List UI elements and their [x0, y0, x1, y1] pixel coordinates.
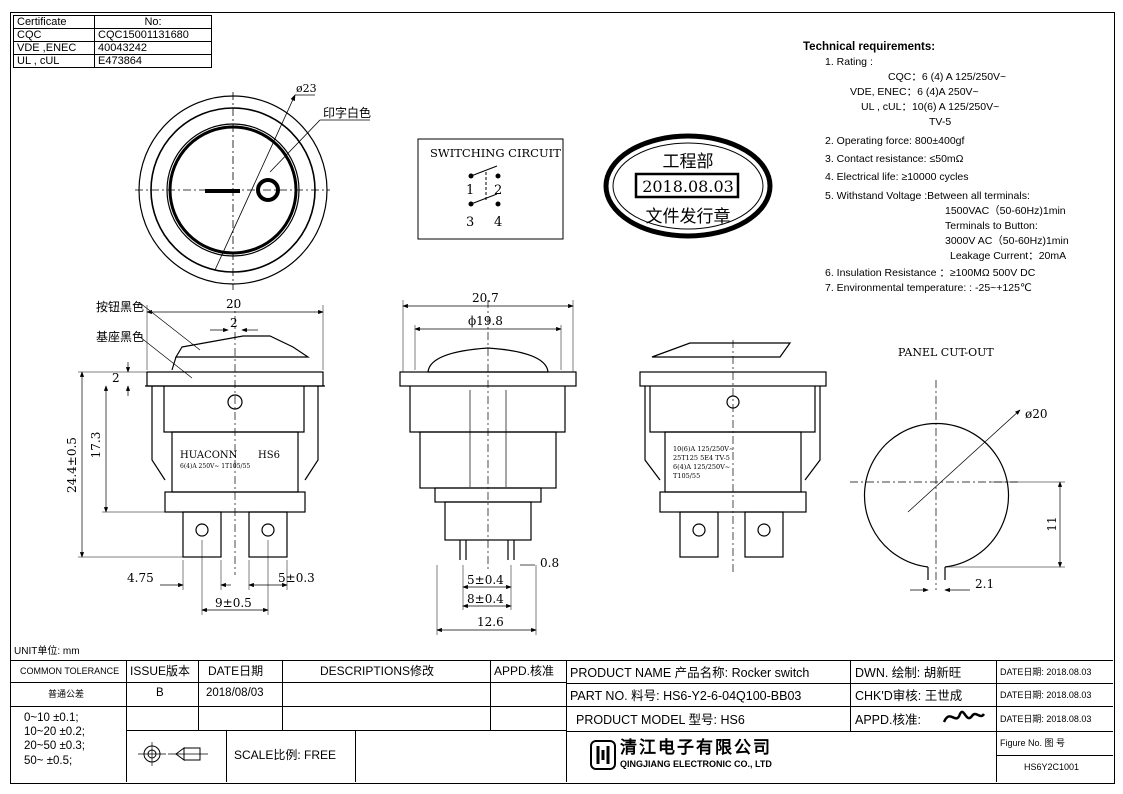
- tolerance-cn: 普通公差: [48, 689, 85, 699]
- front-brand: HUACONN: [180, 450, 238, 461]
- stamp-bottom: 文件发行章: [646, 207, 731, 227]
- engineering-drawing: ø23 印字白色 SWITCHING CIRCUIT 1 2 3 4 工程部 2…: [65, 82, 1065, 635]
- cutout-w: 2.1: [975, 577, 994, 591]
- date-1: DATE日期: 2018.08.03: [1000, 667, 1092, 677]
- tech-rating-cqc: CQC：6 (4) A 125/250V~: [888, 71, 1007, 83]
- back-view: [639, 340, 827, 575]
- back-label-2: 25T125 5E4 TV-5: [673, 454, 730, 462]
- front-h2: 2: [112, 371, 120, 385]
- front-w2: 2: [230, 316, 238, 330]
- back-label-3: 6(4)A 125/250V~: [673, 463, 730, 471]
- terminal-1: 1: [466, 183, 474, 198]
- stamp-top: 工程部: [663, 152, 714, 172]
- top-view: [135, 92, 370, 290]
- tech-item: 5. Withstand Voltage :Between all termin…: [825, 190, 1030, 202]
- front-view: [78, 300, 325, 615]
- date-2: DATE日期: 2018.08.03: [1000, 690, 1092, 700]
- terminal-2: 2: [494, 183, 502, 198]
- top-note: 印字白色: [323, 105, 371, 120]
- cert-number: E473864: [94, 54, 212, 68]
- terminal-4: 4: [494, 215, 502, 230]
- front-note-button: 按钮黑色: [96, 299, 144, 314]
- company-name-en: QINGJIANG ELECTRONIC CO., LTD: [620, 759, 772, 769]
- unit-label: UNIT单位: mm: [14, 646, 80, 657]
- tech-item: Terminals to Button:: [945, 220, 1038, 232]
- date-3: DATE日期: 2018.08.03: [1000, 714, 1092, 724]
- tolerance-1: 0~10 ±0.1;: [24, 712, 79, 724]
- tolerance-3: 20~50 ±0.3;: [24, 740, 85, 752]
- front-d9: 9±0.5: [215, 596, 252, 610]
- stamp-date: 2018.08.03: [642, 177, 734, 196]
- tolerance-4: 50~ ±0.5;: [24, 755, 73, 767]
- checked-by: CHK'D审核: 王世成: [855, 689, 963, 703]
- issue-header: ISSUE版本: [130, 664, 191, 678]
- front-model: HS6: [258, 450, 280, 461]
- product-name: PRODUCT NAME 产品名称: Rocker switch: [570, 666, 810, 680]
- drawing-border: [10, 12, 1115, 784]
- back-label-1: 10(6)A 125/250V~: [673, 445, 734, 453]
- signature-icon: [942, 710, 986, 723]
- scale-label: SCALE比例: FREE: [234, 748, 337, 762]
- technical-requirements: Technical requirements: 1. Rating : CQC：…: [803, 40, 1069, 296]
- side-d126: 12.6: [477, 615, 504, 629]
- cutout-title: PANEL CUT-OUT: [898, 346, 994, 359]
- release-stamp: [603, 133, 773, 239]
- front-d475: 4.75: [127, 571, 154, 585]
- front-h17: 17.3: [89, 432, 103, 459]
- cert-name: VDE ,ENEC: [13, 41, 95, 55]
- tech-item: 7. Environmental temperature: : -25~+125…: [825, 282, 1032, 294]
- tech-rating-ul: UL , cUL：10(6) A 125/250V~: [861, 101, 1000, 113]
- date-header: DATE日期: [208, 664, 264, 678]
- front-note-base: 基座黑色: [96, 329, 144, 344]
- back-label-4: T105/55: [673, 472, 700, 480]
- front-w20: 20: [226, 297, 241, 311]
- tech-item: 2. Operating force: 800±400gf: [825, 135, 965, 147]
- front-d5: 5±0.3: [278, 571, 315, 585]
- issue-value: B: [156, 687, 164, 699]
- drawn-by: DWN. 绘制: 胡新旺: [855, 666, 962, 680]
- tech-item: 6. Insulation Resistance ：≥100MΩ 500V DC: [825, 267, 1036, 279]
- appd-header: APPD.核准: [494, 664, 555, 678]
- company-name-cn: 清江电子有限公司: [620, 738, 772, 758]
- cutout-h: 11: [1045, 516, 1059, 531]
- tech-item: 1500VAC（50-60Hz)1min: [945, 205, 1066, 217]
- company-logo-icon: [590, 740, 616, 770]
- tech-item: 4. Electrical life: ≥10000 cycles: [825, 171, 969, 183]
- top-dia-label: ø23: [296, 82, 317, 95]
- side-w207: 20.7: [472, 291, 499, 305]
- tech-title: Technical requirements:: [803, 41, 936, 53]
- tolerance-title: COMMON TOLERANCE: [20, 666, 120, 676]
- figure-number: HS6Y2C1001: [1024, 762, 1080, 772]
- side-w198: ϕ19.8: [468, 314, 503, 328]
- date-value: 2018/08/03: [206, 687, 264, 699]
- side-view: [399, 300, 577, 635]
- product-model: PRODUCT MODEL 型号: HS6: [576, 713, 745, 727]
- side-d08: 0.8: [540, 556, 559, 570]
- approved-by: APPD.核准:: [855, 713, 921, 727]
- tech-rating-tv: TV-5: [929, 116, 952, 128]
- cutout-dia: ø20: [1025, 407, 1048, 421]
- terminal-3: 3: [466, 215, 474, 230]
- switching-circuit: [417, 138, 564, 240]
- desc-header: DESCRIPTIONS修改: [320, 664, 435, 678]
- cert-name: UL , cUL: [13, 54, 95, 68]
- tech-item: 3. Contact resistance: ≤50mΩ: [825, 153, 964, 165]
- front-label: 6(4)A 250V~ 1T105/55: [180, 463, 250, 470]
- side-d8: 8±0.4: [467, 592, 504, 606]
- tech-item: Leakage Current：20mA: [950, 250, 1067, 262]
- switching-title: SWITCHING CIRCUIT: [430, 146, 561, 160]
- front-h24: 24.4±0.5: [65, 437, 79, 493]
- side-d5: 5±0.4: [467, 573, 504, 587]
- panel-cutout: [850, 380, 1065, 593]
- cert-number: 40043242: [94, 41, 212, 55]
- tech-rating-vde: VDE, ENEC：6 (4)A 250V~: [850, 86, 979, 98]
- figure-label: Figure No. 图 号: [1000, 738, 1066, 748]
- part-no: PART NO. 料号: HS6-Y2-6-04Q100-BB03: [570, 689, 802, 703]
- tolerance-2: 10~20 ±0.2;: [24, 726, 85, 738]
- tech-rating-label: 1. Rating :: [825, 56, 873, 68]
- projection-symbol-icon: [138, 742, 208, 766]
- tech-item: 3000V AC（50-60Hz)1min: [945, 235, 1069, 247]
